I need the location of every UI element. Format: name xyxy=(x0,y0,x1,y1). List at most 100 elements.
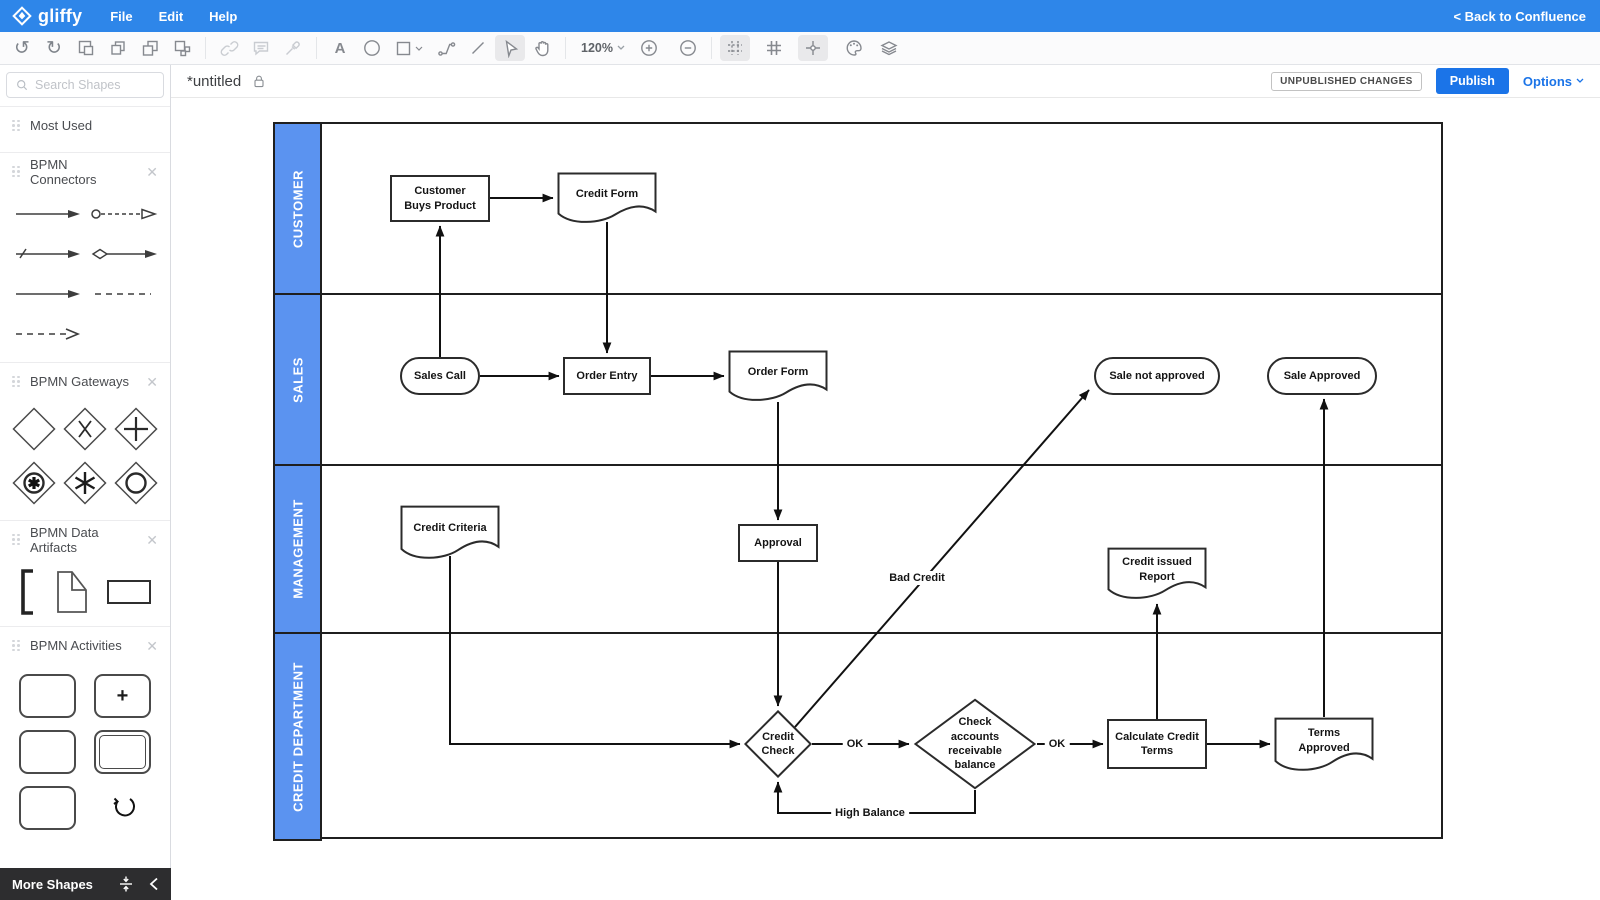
snap-to-point-toggle[interactable] xyxy=(797,35,828,61)
palette-conditional-flow[interactable] xyxy=(89,246,159,262)
layers-icon[interactable] xyxy=(874,35,904,61)
palette-message-flow[interactable] xyxy=(89,206,159,222)
publish-button[interactable]: Publish xyxy=(1435,68,1509,94)
options-dropdown[interactable]: Options xyxy=(1523,74,1584,89)
gliffy-logo[interactable]: gliffy xyxy=(0,6,82,27)
toolbar-separator xyxy=(316,37,317,59)
close-section-icon[interactable]: ✕ xyxy=(146,637,158,654)
palette-subprocess[interactable]: + xyxy=(94,674,151,718)
palette-rectangle[interactable] xyxy=(106,579,152,605)
palette-default-flow[interactable] xyxy=(12,246,82,262)
lane-header-management[interactable]: MANAGEMENT xyxy=(273,464,322,634)
zoom-out-button[interactable] xyxy=(673,35,703,61)
text-tool[interactable]: A xyxy=(334,39,346,57)
drawing-guides-toggle[interactable] xyxy=(719,35,750,61)
palette-gateway[interactable] xyxy=(11,406,57,452)
palette-exclusive-gateway[interactable] xyxy=(62,406,108,452)
close-section-icon[interactable]: ✕ xyxy=(146,373,158,390)
node-sale-not-approved[interactable]: Sale not approved xyxy=(1094,357,1220,395)
zoom-in-button[interactable] xyxy=(634,35,664,61)
palette-task-plain[interactable] xyxy=(19,786,76,830)
section-bpmn-data-artifacts[interactable]: BPMN Data Artifacts ✕ xyxy=(0,520,170,558)
edge-label-high-balance[interactable]: High Balance xyxy=(831,806,909,820)
node-customer-buys-product[interactable]: Customer Buys Product xyxy=(390,175,490,222)
drag-handle-icon[interactable] xyxy=(12,119,20,132)
node-credit-check[interactable]: Credit Check xyxy=(744,710,812,778)
palette-inclusive-gateway[interactable] xyxy=(113,460,159,506)
menu-file[interactable]: File xyxy=(110,8,133,24)
shape-tool[interactable] xyxy=(389,35,429,61)
theme-icon[interactable] xyxy=(839,35,869,61)
duplicate-icon[interactable] xyxy=(135,35,165,61)
zoom-level-dropdown[interactable]: 120% xyxy=(573,41,633,55)
document-title[interactable]: *untitled xyxy=(187,72,242,90)
edge-label-ok[interactable]: OK xyxy=(1044,737,1070,751)
menu-help[interactable]: Help xyxy=(209,8,238,24)
palette-loop-marker[interactable] xyxy=(94,786,151,830)
node-sales-call[interactable]: Sales Call xyxy=(400,357,480,395)
select-tool[interactable] xyxy=(495,35,525,61)
palette-complex-gateway[interactable] xyxy=(62,460,108,506)
drag-handle-icon[interactable] xyxy=(12,165,20,178)
section-most-used[interactable]: Most Used xyxy=(0,106,170,144)
palette-transaction[interactable] xyxy=(94,730,151,774)
node-sale-approved[interactable]: Sale Approved xyxy=(1267,357,1377,395)
redo-button[interactable]: ↻ xyxy=(46,37,62,59)
menu-edit[interactable]: Edit xyxy=(158,8,184,24)
bring-to-front-icon[interactable] xyxy=(71,35,101,61)
comment-icon[interactable] xyxy=(246,35,276,61)
node-check-accounts-receivable-balance[interactable]: Check accounts receivable balance xyxy=(913,698,1037,790)
search-input[interactable] xyxy=(35,78,145,92)
palette-undirected-association[interactable] xyxy=(89,286,159,302)
section-bpmn-connectors[interactable]: BPMN Connectors ✕ xyxy=(0,152,170,190)
palette-parallel-gateway[interactable] xyxy=(113,406,159,452)
activity-shapes: + ~ ◀◀ xyxy=(0,664,170,900)
palette-directed-flow[interactable] xyxy=(12,286,82,302)
close-section-icon[interactable]: ✕ xyxy=(146,531,158,548)
document-bar: *untitled UNPUBLISHED CHANGES Publish Op… xyxy=(171,65,1600,98)
edge-label-bad-credit[interactable]: Bad Credit xyxy=(885,571,949,585)
palette-event-based-gateway[interactable] xyxy=(11,460,57,506)
node-order-form[interactable]: Order Form xyxy=(728,350,828,402)
pan-tool[interactable] xyxy=(527,35,557,61)
edge-label-ok[interactable]: OK xyxy=(842,737,868,751)
link-icon[interactable] xyxy=(214,35,244,61)
drag-handle-icon[interactable] xyxy=(12,375,20,388)
palette-task-alt[interactable] xyxy=(19,730,76,774)
palette-directed-association[interactable] xyxy=(12,326,82,342)
options-label: Options xyxy=(1522,73,1572,89)
node-approval[interactable]: Approval xyxy=(738,524,818,562)
copy-icon[interactable] xyxy=(103,35,133,61)
drag-handle-icon[interactable] xyxy=(12,639,20,652)
more-shapes-bar[interactable]: More Shapes xyxy=(0,868,171,900)
section-bpmn-gateways[interactable]: BPMN Gateways ✕ xyxy=(0,362,170,400)
grid-toggle[interactable] xyxy=(759,35,789,61)
search-shapes-box[interactable] xyxy=(6,72,164,98)
collapse-sidebar-icon[interactable] xyxy=(149,877,159,891)
node-order-entry[interactable]: Order Entry xyxy=(563,357,651,395)
collapse-panels-icon[interactable] xyxy=(117,875,135,893)
node-credit-form[interactable]: Credit Form xyxy=(557,172,657,224)
close-section-icon[interactable]: ✕ xyxy=(146,163,158,180)
line-tool[interactable] xyxy=(463,35,493,61)
node-credit-issued-report[interactable]: Credit issued Report xyxy=(1107,547,1207,600)
undo-button[interactable]: ↺ xyxy=(14,37,30,59)
node-terms-approved[interactable]: Terms Approved xyxy=(1274,717,1374,772)
ungroup-icon[interactable] xyxy=(167,35,197,61)
back-to-confluence-link[interactable]: < Back to Confluence xyxy=(1453,8,1586,24)
ellipse-tool[interactable] xyxy=(357,35,387,61)
lane-header-sales[interactable]: SALES xyxy=(273,293,322,466)
palette-sequence-flow[interactable] xyxy=(12,206,82,222)
drag-handle-icon[interactable] xyxy=(12,533,20,546)
section-bpmn-activities[interactable]: BPMN Activities ✕ xyxy=(0,626,170,664)
lane-header-customer[interactable]: CUSTOMER xyxy=(273,122,322,295)
lane-header-credit-department[interactable]: CREDIT DEPARTMENT xyxy=(273,632,322,841)
node-calculate-credit-terms[interactable]: Calculate Credit Terms xyxy=(1107,719,1207,769)
palette-task[interactable] xyxy=(19,674,76,718)
node-credit-criteria[interactable]: Credit Criteria xyxy=(400,505,500,560)
palette-group-bracket[interactable] xyxy=(18,568,38,616)
palette-data-object[interactable] xyxy=(53,569,91,615)
connector-tool[interactable] xyxy=(431,35,461,61)
eyedropper-icon[interactable] xyxy=(278,35,308,61)
